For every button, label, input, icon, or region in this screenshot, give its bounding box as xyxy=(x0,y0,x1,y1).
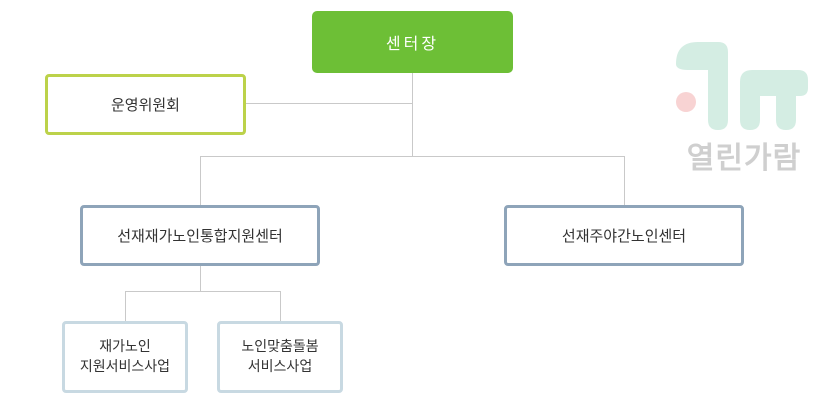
logo-pink-dot-icon xyxy=(676,92,696,112)
center-a-label: 선재재가노인통합지원센터 xyxy=(117,227,283,245)
logo-wordmark: 열린가람 xyxy=(686,141,802,176)
yeollin-garam-logo-icon xyxy=(676,42,808,130)
connector-center-b xyxy=(624,156,625,205)
committee-box: 운영위원회 xyxy=(45,74,246,135)
connector-sub-1 xyxy=(125,291,126,321)
sub-1-box: 재가노인 지원서비스사업 xyxy=(62,321,188,393)
logo-mint-one-icon xyxy=(676,42,728,130)
sub-1-line2: 지원서비스사업 xyxy=(79,359,171,375)
center-a-box: 선재재가노인통합지원센터 xyxy=(80,205,320,266)
center-b-box: 선재주야간노인센터 xyxy=(504,205,744,266)
sub-2-box: 노인맞춤돌봄 서비스사업 xyxy=(217,321,343,393)
head-label: 센터장 xyxy=(385,34,440,53)
connector-sub-2 xyxy=(280,291,281,321)
connector-center-a xyxy=(200,156,201,205)
connector-branch-horizontal xyxy=(200,156,625,157)
connector-center-a-down xyxy=(200,266,201,292)
sub-2-line1: 노인맞춤돌봄 xyxy=(241,339,319,355)
logo-mint-r-icon xyxy=(740,70,808,130)
center-b-label: 선재주야간노인센터 xyxy=(561,227,687,245)
committee-label: 운영위원회 xyxy=(110,96,180,114)
sub-1-line1: 재가노인 xyxy=(99,339,151,355)
head-box: 센터장 xyxy=(312,11,513,73)
connector-sub-horizontal xyxy=(125,291,281,292)
connector-committee xyxy=(246,103,412,104)
sub-2-line2: 서비스사업 xyxy=(247,359,313,375)
connector-head-down xyxy=(412,73,413,156)
